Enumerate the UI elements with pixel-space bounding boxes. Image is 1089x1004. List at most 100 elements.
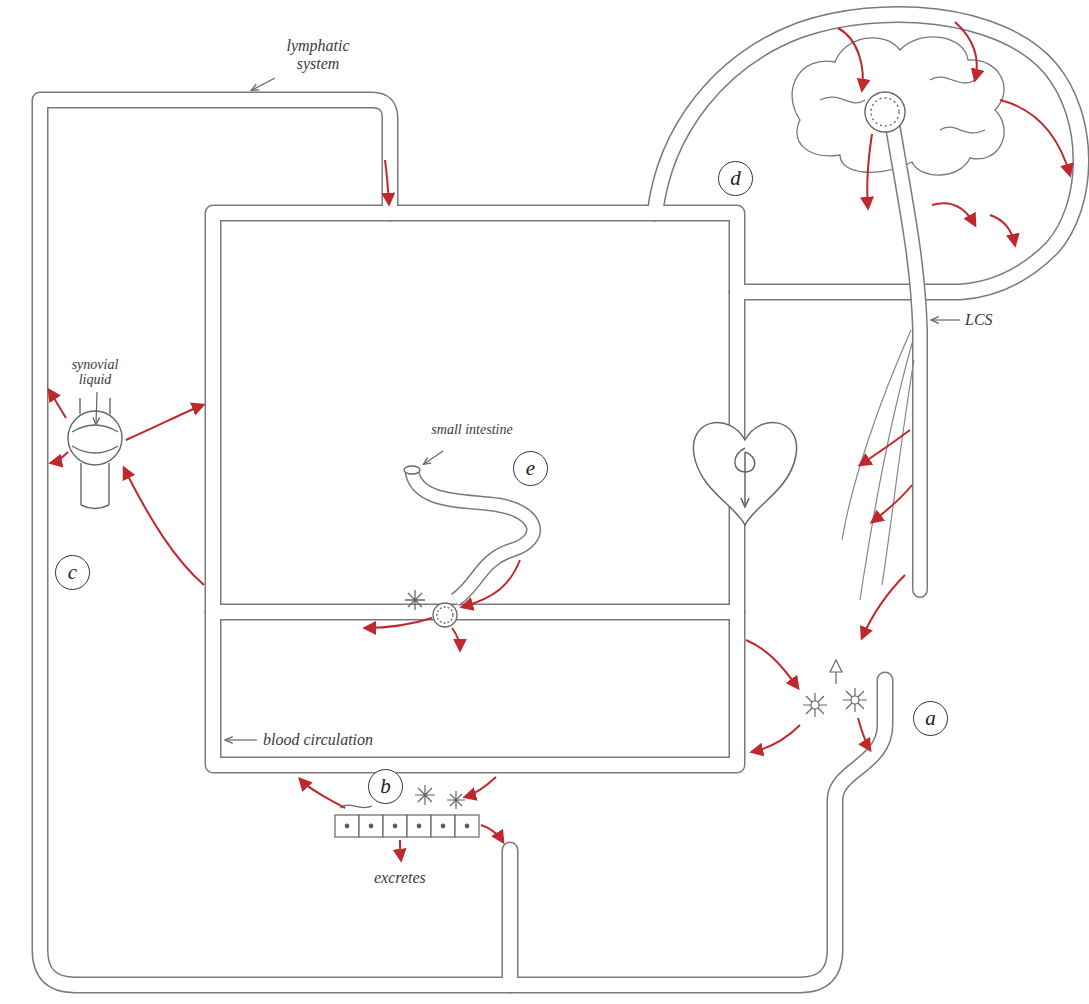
tissue-cells bbox=[811, 701, 819, 709]
vessel-lumen bbox=[503, 850, 517, 985]
heart bbox=[735, 448, 755, 506]
joint bbox=[68, 398, 122, 509]
small-intestine bbox=[404, 466, 534, 600]
epithelium bbox=[407, 815, 431, 837]
vessel-outline bbox=[655, 14, 1081, 292]
nerve-roots bbox=[842, 330, 911, 540]
vessel-outline bbox=[213, 604, 737, 621]
villus bbox=[405, 590, 425, 610]
flow-arrow bbox=[49, 390, 66, 418]
joint bbox=[81, 463, 109, 509]
letter-circle: d bbox=[718, 161, 753, 196]
spinal-canal bbox=[893, 128, 920, 590]
ventricle bbox=[865, 92, 905, 132]
joint bbox=[68, 411, 122, 465]
letter-circle: a bbox=[913, 701, 948, 736]
leader-line bbox=[96, 78, 960, 740]
leader-line bbox=[424, 451, 443, 464]
flow-arrow bbox=[990, 215, 1015, 245]
flow-arrow bbox=[752, 725, 800, 752]
flow-arrow bbox=[300, 779, 345, 808]
villus bbox=[433, 603, 457, 627]
flow-arrow bbox=[49, 22, 1070, 860]
system-label: lymphatic system bbox=[272, 37, 364, 72]
flow-arrow bbox=[465, 777, 496, 797]
flow-arrow bbox=[838, 28, 863, 90]
flow-arrow bbox=[862, 575, 905, 638]
tissue-cells bbox=[803, 693, 827, 717]
callout-letter: e bbox=[526, 458, 535, 479]
system-label: blood circulation bbox=[262, 731, 374, 749]
flow-arrow bbox=[481, 825, 503, 842]
flow-arrow bbox=[126, 405, 203, 440]
leader-line bbox=[932, 319, 960, 320]
epithelium bbox=[359, 815, 383, 837]
flow-arrow bbox=[124, 468, 204, 585]
epithelium bbox=[383, 815, 407, 837]
vessel-lumen bbox=[40, 14, 1081, 985]
small-intestine bbox=[412, 472, 534, 600]
vessel-lumen bbox=[655, 14, 1081, 292]
epithelium bbox=[431, 815, 455, 837]
leader-line bbox=[226, 739, 257, 740]
fluid-label: synovial liquid bbox=[57, 357, 133, 388]
flow-arrow bbox=[858, 718, 870, 750]
tissue-cells bbox=[851, 696, 859, 704]
callout-letter: a bbox=[925, 708, 936, 729]
vessel-lumen bbox=[213, 605, 737, 619]
vessel-outline bbox=[40, 100, 885, 985]
flow-arrow bbox=[452, 628, 460, 650]
small-intestine bbox=[404, 466, 420, 474]
ventricle bbox=[865, 92, 905, 132]
nerve-roots bbox=[860, 340, 913, 600]
tissue-cells bbox=[830, 660, 842, 684]
epithelium bbox=[465, 824, 469, 828]
flow-arrow bbox=[746, 640, 798, 688]
heart bbox=[693, 422, 796, 525]
callout-letter: c bbox=[68, 562, 77, 583]
flow-arrow bbox=[385, 160, 389, 204]
epithelium bbox=[417, 824, 421, 828]
letter-circle: e bbox=[513, 451, 548, 486]
epithelium bbox=[369, 824, 373, 828]
epithelium bbox=[335, 785, 479, 837]
flow-arrow bbox=[932, 203, 975, 225]
vessel-lumen bbox=[40, 100, 885, 985]
leader-line bbox=[96, 392, 97, 424]
small-intestine bbox=[412, 472, 534, 600]
epithelium bbox=[415, 785, 435, 805]
epithelium bbox=[447, 791, 465, 809]
letter-circle: b bbox=[368, 769, 403, 804]
callout-letter: d bbox=[730, 168, 741, 189]
spinal-canal bbox=[893, 128, 920, 590]
epithelium bbox=[393, 824, 397, 828]
leader-line bbox=[252, 78, 275, 90]
output-label: excretes bbox=[373, 869, 427, 887]
vessel-lumen bbox=[213, 213, 737, 765]
ventricle bbox=[871, 98, 899, 126]
vessel-outline bbox=[213, 213, 737, 765]
flow-arrow bbox=[462, 560, 520, 607]
flow-arrow bbox=[400, 840, 401, 860]
flow-arrow bbox=[860, 430, 910, 465]
flow-arrow bbox=[955, 22, 977, 80]
brain-drawing bbox=[820, 77, 985, 133]
flow-arrow bbox=[365, 618, 432, 628]
letter-circle: c bbox=[55, 555, 90, 590]
flow-arrow bbox=[872, 485, 912, 522]
organ-label: small intestine bbox=[429, 422, 515, 437]
flow-arrow bbox=[51, 452, 68, 463]
tissue-cells bbox=[843, 688, 867, 712]
vessel-outline bbox=[502, 850, 519, 985]
vessel-outline bbox=[40, 14, 1081, 985]
heart bbox=[693, 422, 796, 525]
epithelium bbox=[441, 824, 445, 828]
flow-arrow bbox=[1000, 100, 1070, 175]
fluid-label: LCS bbox=[964, 311, 994, 329]
spinal-canal bbox=[893, 128, 920, 590]
epithelium bbox=[345, 824, 349, 828]
tissue-cells bbox=[803, 660, 867, 717]
epithelium bbox=[455, 815, 479, 837]
